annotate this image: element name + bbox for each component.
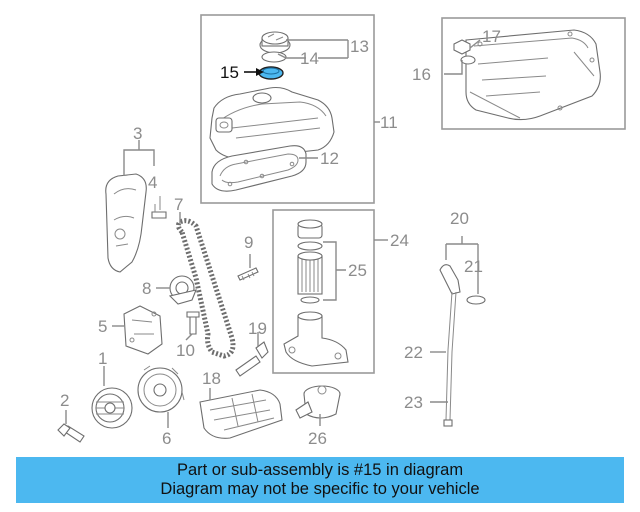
callout-14: 14 (300, 49, 319, 68)
tensioner-8 (168, 275, 197, 305)
callout-6: 6 (162, 429, 171, 448)
sensor-19 (235, 341, 269, 377)
callout-23: 23 (404, 393, 423, 412)
bolt-4 (151, 196, 167, 219)
callout-15: 15 (220, 63, 239, 82)
dipstick-assembly (439, 264, 486, 427)
oil-pan-group-box (441, 17, 626, 130)
valve-cover-assembly (209, 31, 335, 192)
crank-pulley-1 (91, 387, 133, 429)
callout-22: 22 (404, 343, 423, 362)
banner-line-1: Part or sub-assembly is #15 in diagram (176, 461, 464, 479)
valve-cover-group-box (200, 14, 375, 204)
bolt-10 (186, 311, 200, 335)
callout-24: 24 (390, 231, 409, 250)
callout-10: 10 (176, 341, 195, 360)
callout-2: 2 (60, 391, 69, 410)
callout-7: 7 (174, 195, 183, 214)
callout-18: 18 (202, 369, 221, 388)
callout-21: 21 (464, 257, 483, 276)
callout-13: 13 (350, 37, 369, 56)
bracket-5 (123, 305, 163, 355)
callout-1: 1 (98, 349, 107, 368)
callout-16: 16 (412, 65, 431, 84)
info-banner: Part or sub-assembly is #15 in diagram D… (16, 457, 624, 503)
timing-cover-3 (105, 173, 147, 273)
callout-20: 20 (450, 209, 469, 228)
callout-19: 19 (248, 319, 267, 338)
sprocket-6 (137, 365, 185, 413)
callout-25: 25 (348, 261, 367, 280)
callout-9: 9 (244, 233, 253, 252)
banner-line-2: Diagram may not be specific to your vehi… (160, 480, 480, 498)
oil-pan-assembly (453, 29, 601, 121)
pump-cover-26 (295, 385, 341, 419)
timing-belt-7 (175, 218, 236, 359)
callout-5: 5 (98, 317, 107, 336)
oil-filter-assembly (283, 219, 349, 367)
callout-11: 11 (380, 113, 398, 132)
callout-8: 8 (142, 279, 151, 298)
stud-9 (237, 267, 259, 281)
callout-3: 3 (133, 124, 142, 143)
callout-12: 12 (320, 149, 339, 168)
oil-filter-group-box (272, 209, 375, 374)
callout-17: 17 (482, 27, 501, 46)
bolt-2 (57, 423, 85, 443)
oil-pump-18 (199, 389, 283, 439)
part-15-seal (258, 66, 284, 80)
callout-4: 4 (148, 173, 157, 192)
parts-diagram: 1 2 3 4 5 6 7 8 9 10 11 12 13 14 15 16 1… (57, 14, 626, 448)
callout-26: 26 (308, 429, 327, 448)
